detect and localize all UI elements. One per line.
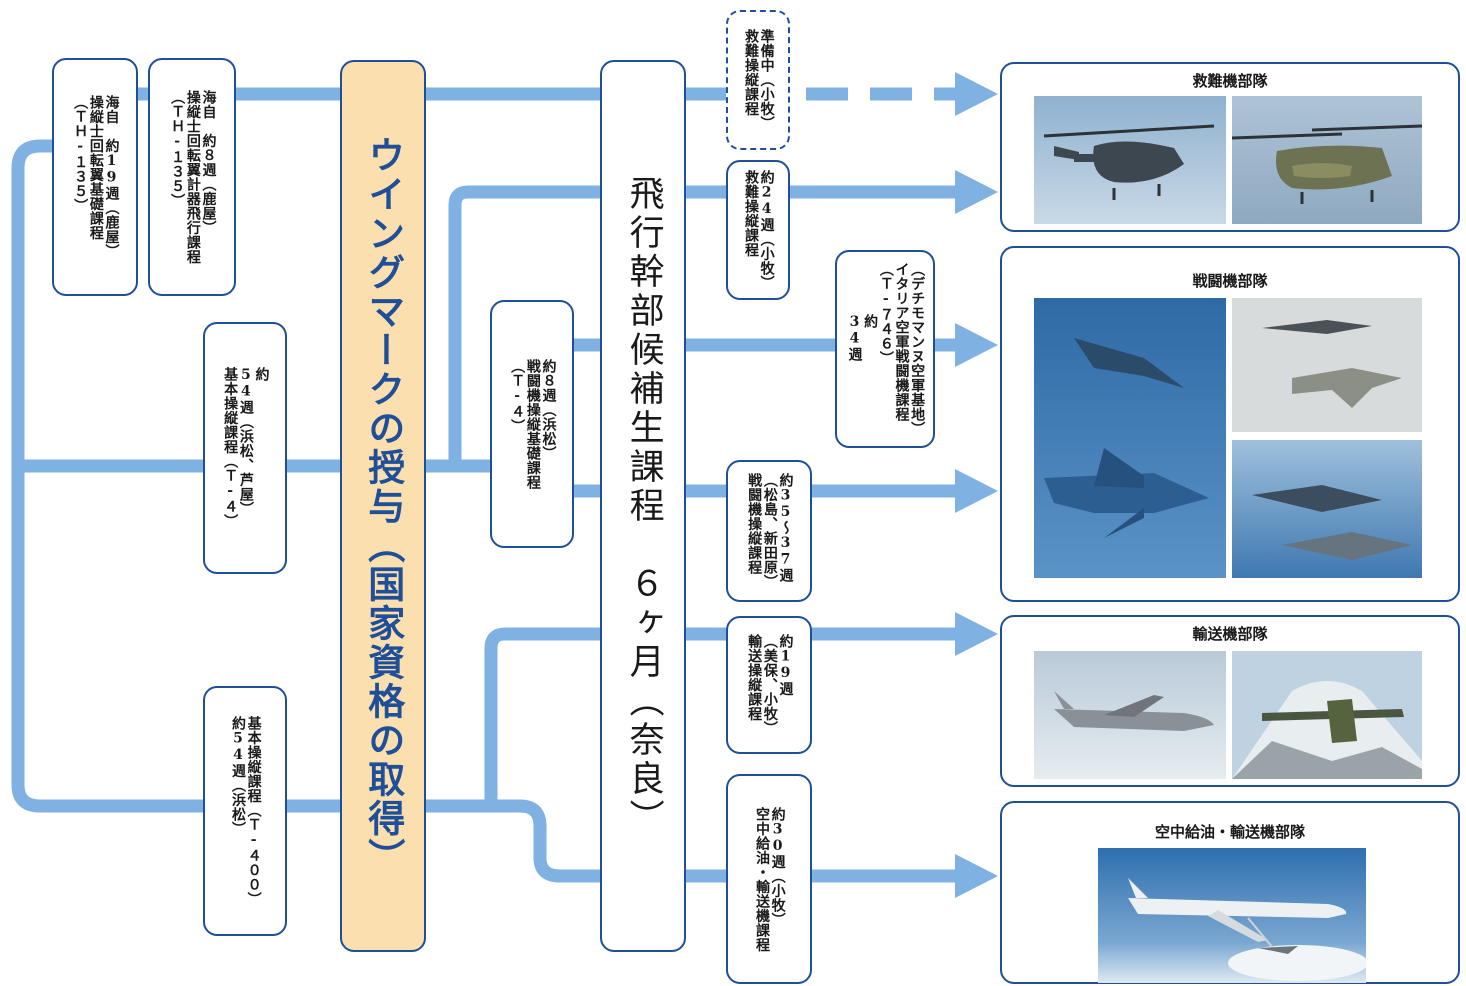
basic-t400-course-box: 基本操縦課程︵Ｔ-４００︶ 約54週︵浜松︶ (203, 686, 287, 936)
italy-course-text: ︵デチモマンヌ空軍基地︶ イタリア空軍戦闘機課程 ︵Ｔ-７４６︶ (877, 262, 926, 436)
kc767-tanker-photo (1098, 848, 1366, 983)
fighter-unit-box: 戦闘機部隊 (1000, 246, 1460, 602)
navy-instrument-course-box: 海自 約８週︵鹿屋︶ 操縦士回転翼計器飛行課程 ︵ＴＨ-１３５︶ (148, 58, 236, 296)
navy-instrument-course-text: 海自 約８週︵鹿屋︶ 操縦士回転翼計器飛行課程 ︵ＴＨ-１３５︶ (169, 90, 217, 264)
tanker-unit-box: 空中給油・輸送機部隊 (1000, 801, 1460, 984)
tanker-unit-title: 空中給油・輸送機部隊 (1154, 823, 1305, 841)
tanker-course-text: 約30週︵小牧︶ 空中給油・輸送機課程 (754, 806, 786, 952)
candidate-course-text: 飛行幹部候補生課程 ６ヶ月︵奈良︶ (623, 174, 664, 838)
flow-line-tanker (491, 799, 960, 883)
wing-mark-text: ウイングマークの授与︵国家資格の取得︶ (361, 135, 406, 877)
flow-line-transport (442, 627, 960, 813)
fighter-course-box: 約35〜37週 ︵松島、新田原︶ 戦闘機操縦課程 (726, 460, 812, 602)
flow-line-rescue (442, 185, 960, 473)
f35-fighter-photo (1232, 298, 1422, 432)
arrow-rescue (955, 170, 998, 214)
main-left-trunk (11, 139, 470, 813)
f2-fighter-photo (1034, 298, 1226, 578)
basic-t4-course-text: 約 54週︵浜松、芦屋︶ 基本操縦課程︵Ｔ-４︶ (222, 367, 270, 529)
helicopter-uh60-photo (1034, 96, 1226, 224)
basic-t400-course-text: 基本操縦課程︵Ｔ-４００︶ 約54週︵浜松︶ (230, 715, 262, 907)
navy-basic-course-text: 海自 約19週︵鹿屋︶ 操縦士回転翼基礎課程 ︵ＴＨ-１３５︶ (72, 95, 120, 259)
transport-course-text: 約19週 ︵美保、小牧︶ 輸送操縦課程 (746, 634, 794, 736)
rescue-course-text: 約24週︵小牧︶ 救難操縦課程 (743, 170, 775, 290)
helicopter-ch47-photo (1232, 96, 1422, 224)
rescue-unit-box: 救難機部隊 (1000, 62, 1460, 232)
tanker-course-box: 約30週︵小牧︶ 空中給油・輸送機課程 (726, 774, 812, 984)
f15-fighter-photo (1232, 440, 1422, 578)
fighter-course-text: 約35〜37週 ︵松島、新田原︶ 戦闘機操縦課程 (746, 473, 794, 589)
arrow-rescue-prep (955, 72, 998, 116)
italy-course-box: 約 34週 ︵デチモマンヌ空軍基地︶ イタリア空軍戦闘機課程 ︵Ｔ-７４６︶ (835, 250, 935, 448)
fighter-unit-title: 戦闘機部隊 (1192, 272, 1268, 290)
fighter-basic-course-text: 約８週︵浜松︶ 戦闘機操縦基礎課程 ︵Ｔ-４︶ (509, 358, 557, 490)
navy-basic-course-box: 海自 約19週︵鹿屋︶ 操縦士回転翼基礎課程 ︵ＴＨ-１３５︶ (52, 58, 138, 296)
wing-mark-box: ウイングマークの授与︵国家資格の取得︶ (340, 60, 426, 952)
arrow-italy (955, 323, 998, 367)
rescue-course-box: 約24週︵小牧︶ 救難操縦課程 (726, 160, 790, 300)
arrow-tanker (955, 854, 998, 898)
rescue-prep-course-text: 準備中︵小牧︶ 救難操縦課程 (743, 29, 775, 131)
transport-course-box: 約19週 ︵美保、小牧︶ 輸送操縦課程 (726, 616, 812, 754)
candidate-course-box: 飛行幹部候補生課程 ６ヶ月︵奈良︶ (600, 60, 686, 952)
c130-transport-fuji-photo (1232, 651, 1422, 779)
fighter-basic-course-box: 約８週︵浜松︶ 戦闘機操縦基礎課程 ︵Ｔ-４︶ (490, 300, 574, 548)
basic-t4-course-box: 約 54週︵浜松、芦屋︶ 基本操縦課程︵Ｔ-４︶ (203, 322, 287, 574)
rescue-prep-course-box: 準備中︵小牧︶ 救難操縦課程 (726, 10, 790, 150)
arrow-transport (955, 612, 998, 656)
rescue-unit-title: 救難機部隊 (1192, 72, 1268, 90)
italy-weeks-text: 約 34週 (846, 314, 879, 362)
transport-unit-title: 輸送機部隊 (1192, 625, 1268, 643)
arrow-fighter (955, 469, 998, 513)
transport-unit-box: 輸送機部隊 (1000, 615, 1460, 787)
c2-transport-photo (1034, 651, 1226, 779)
